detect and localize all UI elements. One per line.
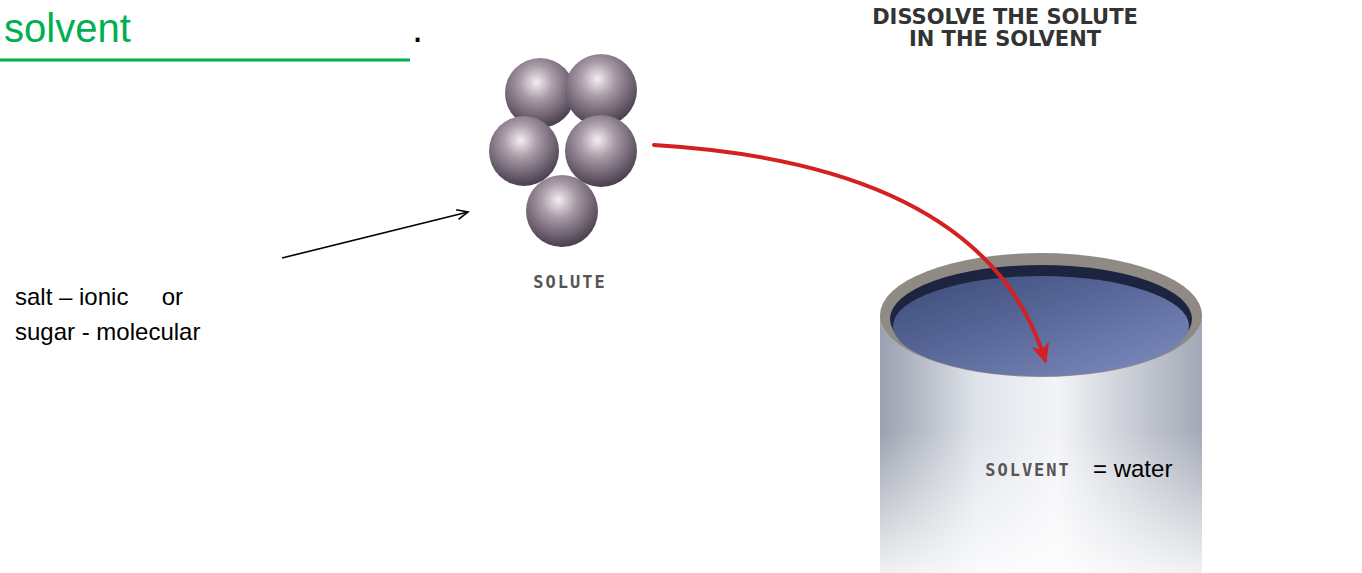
solvent-container [880, 253, 1202, 573]
solute-node: SOLUTE [490, 30, 650, 298]
solute-spheres [489, 54, 637, 247]
punctuation: . [412, 6, 423, 51]
solute-note: sugar - molecular [15, 318, 200, 346]
node-label: SOLUTE [533, 272, 606, 292]
dissolve-arrow [654, 145, 1045, 360]
heading: DISSOLVE THE SOLUTE IN THE SOLVENT [863, 6, 1147, 50]
underline [0, 59, 410, 62]
solvent-note: = water [1093, 455, 1172, 483]
leader-line [282, 212, 468, 258]
node-label: SOLVENT [985, 460, 1071, 480]
term-word: solvent [4, 6, 131, 51]
solute-note: salt – ionic or [15, 283, 183, 311]
